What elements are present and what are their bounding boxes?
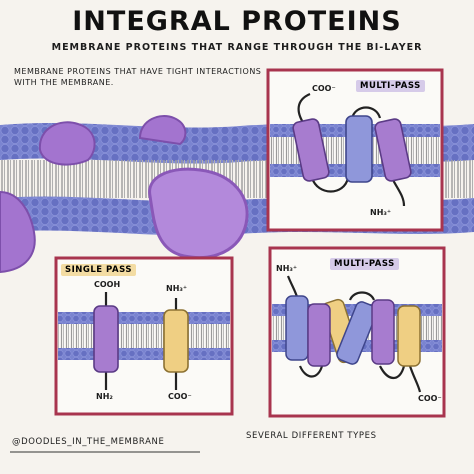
alpha-helix: [336, 301, 378, 365]
protein-chain: [298, 365, 324, 378]
alpha-helix: [345, 115, 373, 183]
peripheral-protein-blob: [38, 121, 96, 166]
single-pass-helix: [163, 309, 189, 373]
multi-pass-bottom-c-terminus: COO⁻: [418, 394, 442, 403]
multi-pass-bottom-label: MULTI-PASS: [330, 258, 399, 270]
alpha-helix: [397, 305, 421, 367]
multi-pass-top-label: MULTI-PASS: [356, 80, 425, 92]
protein-chain: [379, 365, 406, 380]
single-pass-right-top-terminus: NH₃⁺: [166, 284, 188, 293]
multi-pass-bottom-n-terminus: NH₃⁺: [276, 264, 298, 273]
protein-chain: [350, 106, 382, 119]
alpha-helix: [285, 295, 309, 361]
multi-pass-panel-top: [266, 68, 444, 232]
single-pass-helix: [93, 305, 119, 373]
alpha-helix: [374, 118, 412, 182]
embedded-protein-blob: [0, 190, 36, 274]
peripheral-protein-blob: [138, 115, 187, 146]
embedded-protein-blob: [148, 167, 249, 259]
description-text: MEMBRANE PROTEINS THAT HAVE TIGHT INTERA…: [14, 67, 262, 87]
page-title: INTEGRAL PROTEINS: [72, 6, 402, 37]
multi-pass-top-n-terminus: NH₃⁺: [370, 208, 392, 217]
multi-pass-top-c-terminus: COO⁻: [312, 84, 336, 93]
protein-chain: [348, 291, 376, 301]
single-pass-left-bottom-terminus: NH₂: [96, 392, 113, 401]
protein-chain: [408, 365, 422, 393]
author-credit: @DOODLES_IN_THE_MEMBRANE: [12, 437, 165, 447]
alpha-helix: [292, 118, 330, 182]
single-pass-panel: [54, 256, 234, 416]
alpha-helix: [371, 299, 395, 365]
protein-chain: [310, 177, 350, 193]
single-pass-right-bottom-terminus: COO⁻: [168, 392, 192, 401]
page-subtitle: MEMBRANE PROTEINS THAT RANGE THROUGH THE…: [51, 42, 423, 53]
multi-pass-panel-bottom: [268, 246, 446, 418]
single-pass-label: SINGLE PASS: [61, 264, 136, 276]
alpha-helix: [307, 303, 331, 367]
single-pass-left-top-terminus: COOH: [94, 280, 121, 289]
types-caption: SEVERAL DIFFERENT TYPES: [246, 431, 377, 441]
